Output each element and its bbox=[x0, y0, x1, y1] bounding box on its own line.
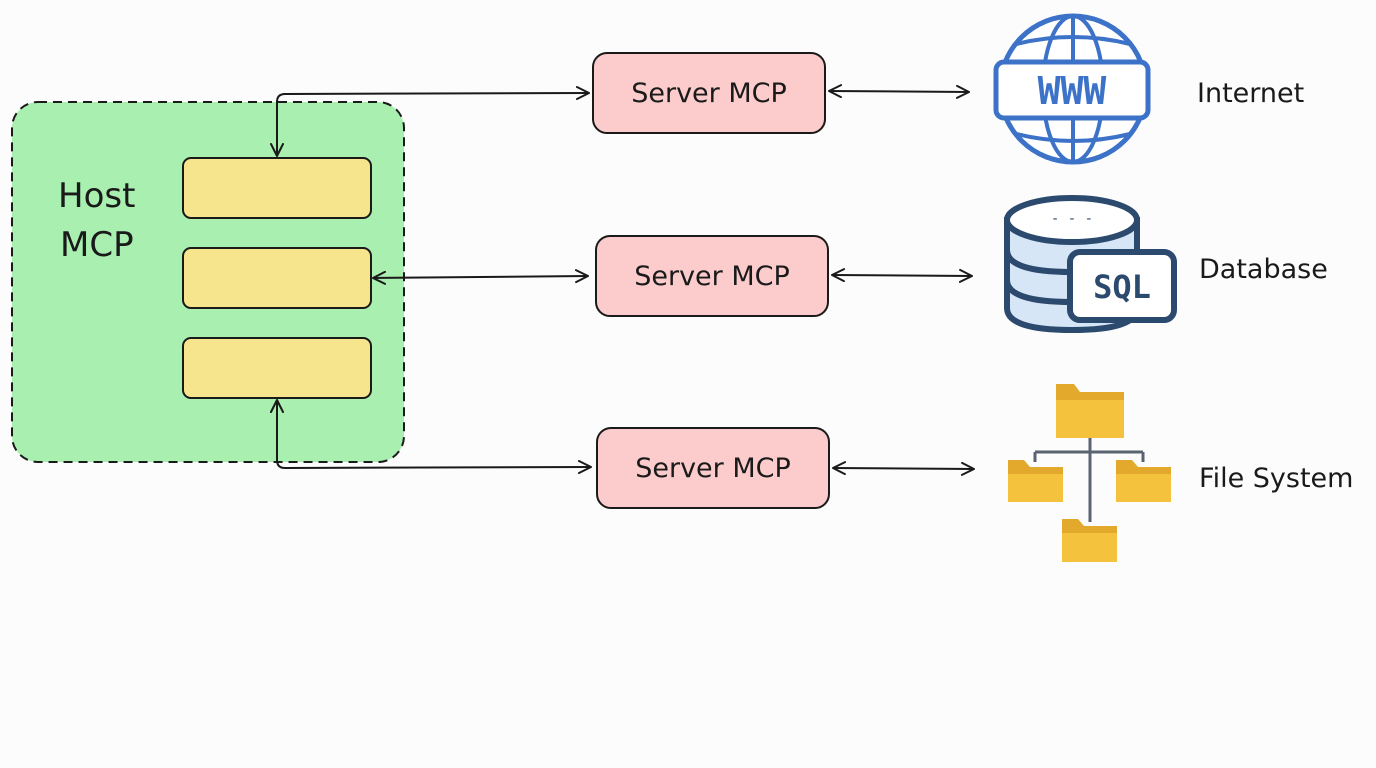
connector-server2-database bbox=[831, 268, 973, 283]
server-label-2: Server MCP bbox=[634, 261, 790, 292]
server-label-3: Server MCP bbox=[635, 453, 791, 484]
connector-server1-internet bbox=[828, 84, 970, 99]
server-box-3[interactable]: Server MCP bbox=[596, 427, 830, 509]
host-title-line2: MCP bbox=[60, 225, 134, 265]
globe-www-text: WWW bbox=[1038, 69, 1107, 113]
sql-database-icon: - - - SQL bbox=[1004, 195, 1177, 334]
folder-tree-icon bbox=[1008, 384, 1171, 562]
mcp-client-slot-3[interactable] bbox=[182, 337, 372, 399]
host-title-line1: Host bbox=[58, 176, 135, 216]
server-box-2[interactable]: Server MCP bbox=[595, 235, 829, 317]
folder-icon bbox=[1056, 384, 1124, 438]
resource-label-internet: Internet bbox=[1197, 78, 1304, 109]
folder-icon bbox=[1008, 460, 1063, 502]
mcp-client-slot-1[interactable] bbox=[182, 157, 372, 219]
resource-label-filesystem: File System bbox=[1199, 463, 1353, 494]
folder-icon bbox=[1116, 460, 1171, 502]
connector-client1-server1 bbox=[270, 86, 590, 157]
server-label-1: Server MCP bbox=[631, 78, 787, 109]
connector-client3-server3 bbox=[270, 399, 592, 475]
database-sql-badge: SQL bbox=[1093, 268, 1151, 306]
connector-client2-server2 bbox=[372, 269, 589, 285]
connector-server3-filesystem bbox=[832, 461, 975, 476]
folder-icon bbox=[1062, 519, 1117, 562]
database-dashes: - - - bbox=[1051, 211, 1093, 227]
resource-label-database: Database bbox=[1199, 254, 1328, 285]
globe-www-icon: WWW bbox=[993, 13, 1151, 165]
mcp-client-slot-2[interactable] bbox=[182, 247, 372, 309]
server-box-1[interactable]: Server MCP bbox=[592, 52, 826, 134]
